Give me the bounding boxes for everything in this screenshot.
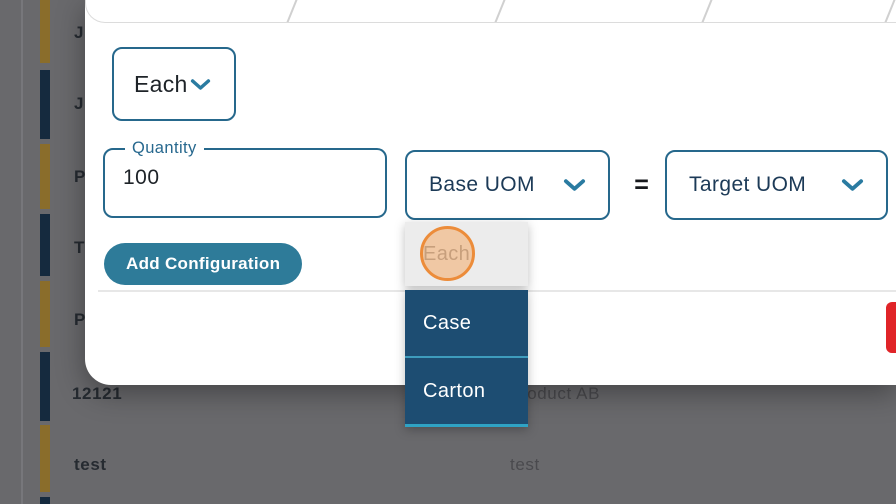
table-cell-code: J — [74, 94, 85, 113]
menu-divider — [405, 356, 528, 358]
row-status-bar — [40, 352, 50, 421]
row-status-bar — [40, 0, 50, 63]
row-status-bar — [40, 144, 50, 209]
table-cell-code: P — [74, 310, 86, 329]
stepper-bar — [85, 0, 896, 23]
click-indicator — [420, 226, 475, 281]
base-uom-label: Base UOM — [429, 173, 535, 196]
base-uom-select[interactable]: Base UOM — [405, 150, 610, 220]
uom-option-carton[interactable]: Carton — [405, 358, 528, 424]
row-status-bar — [40, 497, 50, 504]
row-status-bar — [40, 70, 50, 139]
step-separator — [882, 0, 896, 22]
table-cell-code: T — [74, 238, 85, 257]
left-rail-divider — [21, 0, 23, 504]
chevron-down-icon — [841, 178, 864, 192]
add-configuration-button[interactable]: Add Configuration — [104, 243, 303, 285]
unit-select-value: Each — [134, 70, 188, 97]
step-separator — [699, 0, 715, 22]
target-uom-select[interactable]: Target UOM — [665, 150, 888, 220]
quantity-value: 100 — [123, 166, 160, 189]
uom-option-case[interactable]: Case — [405, 290, 528, 356]
chevron-down-icon — [563, 178, 586, 192]
quantity-label: Quantity — [132, 139, 197, 157]
row-status-bar — [40, 425, 50, 492]
chevron-down-icon — [190, 78, 211, 91]
step-separator — [492, 0, 508, 22]
step-separator — [284, 0, 300, 22]
table-cell-code: 12121 — [72, 384, 123, 403]
table-cell-code: test — [74, 455, 107, 474]
row-status-bar — [40, 281, 50, 347]
offscreen-red-button[interactable] — [886, 302, 896, 353]
equals-sign: = — [634, 170, 649, 199]
unit-select[interactable]: Each — [112, 47, 236, 121]
table-cell-code: P — [74, 167, 86, 186]
menu-bottom-accent — [405, 424, 528, 427]
table-cell-code: J — [74, 23, 85, 42]
table-cell-name: Product AB — [509, 384, 601, 403]
target-uom-label: Target UOM — [689, 173, 807, 196]
quantity-input[interactable]: Quantity 100 — [103, 139, 387, 218]
row-status-bar — [40, 214, 50, 276]
table-cell-name: test — [510, 455, 540, 474]
